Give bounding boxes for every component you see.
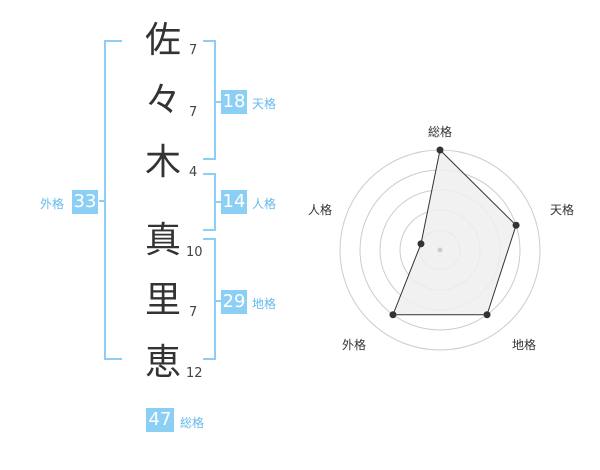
name-char-5: 里 bbox=[144, 280, 181, 321]
radar-point-3 bbox=[483, 311, 491, 319]
tenkaku-label: 天格 bbox=[252, 97, 277, 111]
radar-data-area bbox=[392, 148, 517, 316]
name-char-1: 佐 bbox=[144, 20, 181, 61]
radar-axis-label-gaikaku: 外格 bbox=[342, 338, 367, 352]
gaikaku-badge: 33 bbox=[72, 190, 98, 214]
gaikaku-connector bbox=[99, 200, 106, 202]
radar-point-2 bbox=[512, 221, 520, 229]
stroke-count-3: 4 bbox=[189, 165, 198, 180]
stroke-count-2: 7 bbox=[189, 105, 198, 120]
radar-point-1 bbox=[436, 146, 444, 154]
radar-axis-label-jinkaku: 人格 bbox=[308, 203, 333, 217]
name-char-3: 木 bbox=[144, 142, 181, 183]
jinkaku-connector bbox=[215, 201, 221, 203]
stroke-count-4: 10 bbox=[186, 245, 203, 260]
stroke-count-6: 12 bbox=[186, 366, 203, 381]
gaikaku-label: 外格 bbox=[40, 197, 65, 211]
radar-center-dot bbox=[437, 247, 443, 253]
stroke-count-1: 7 bbox=[189, 43, 198, 58]
soukaku-badge: 47 bbox=[146, 408, 174, 432]
radar-axis-label-chikaku: 地格 bbox=[512, 338, 537, 352]
stroke-count-5: 7 bbox=[189, 305, 198, 320]
radar-axis-label-tenkaku: 天格 bbox=[550, 203, 575, 217]
name-char-4: 真 bbox=[144, 220, 181, 261]
soukaku-label: 総格 bbox=[180, 416, 205, 430]
jinkaku-label: 人格 bbox=[252, 197, 277, 211]
jinkaku-badge: 14 bbox=[221, 190, 247, 214]
radar-point-4 bbox=[389, 311, 397, 319]
name-char-6: 恵 bbox=[144, 342, 181, 383]
tenkaku-badge: 18 bbox=[221, 90, 247, 114]
name-char-2: 々 bbox=[144, 80, 181, 121]
tenkaku-connector bbox=[215, 101, 221, 103]
chikaku-badge: 29 bbox=[221, 290, 247, 314]
chikaku-connector bbox=[215, 300, 221, 302]
tenkaku-bracket bbox=[203, 40, 216, 160]
radar-axis-label-soukaku: 総格 bbox=[428, 125, 453, 139]
chikaku-label: 地格 bbox=[252, 297, 277, 311]
radar-point-5 bbox=[417, 240, 425, 248]
chikaku-bracket bbox=[203, 238, 216, 360]
